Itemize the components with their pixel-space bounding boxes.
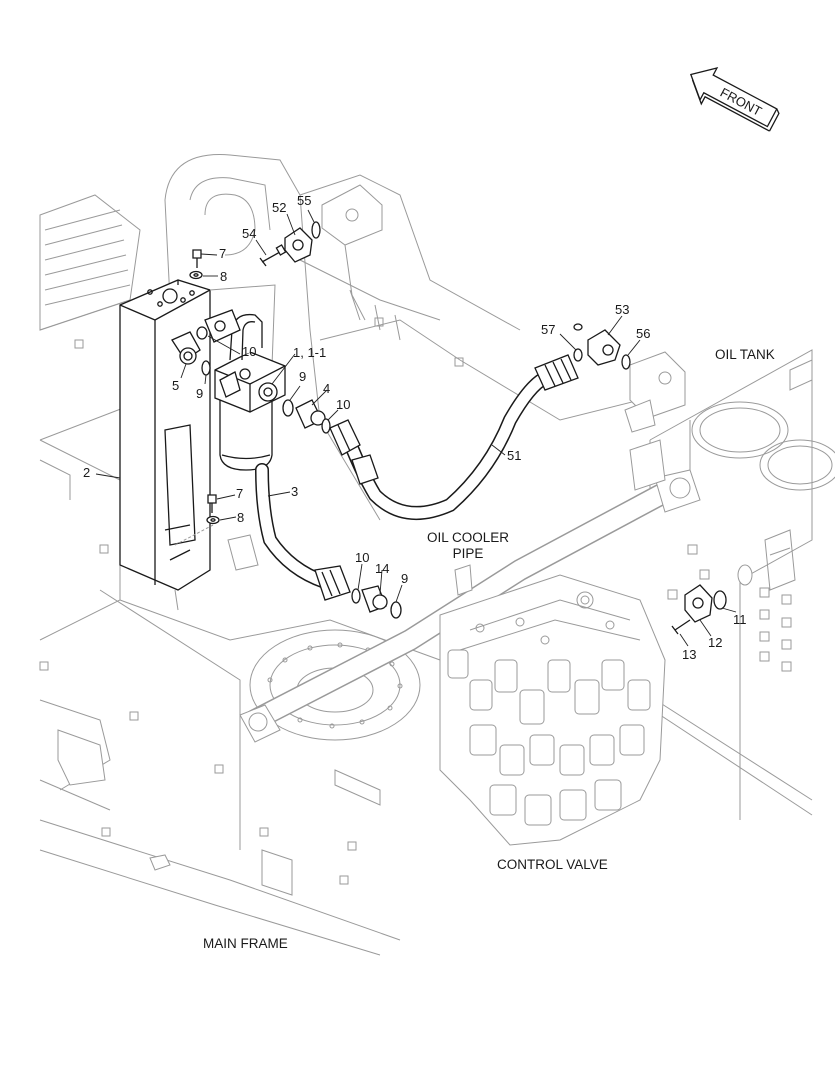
callout-53: 53 [615, 302, 629, 317]
caption-oil-tank: OIL TANK [715, 347, 775, 362]
callout-8-lower: 8 [237, 510, 244, 525]
caption-main-frame: MAIN FRAME [203, 936, 288, 951]
front-direction-arrow: FRONT [689, 67, 780, 132]
callout-51: 51 [507, 448, 521, 463]
callout-numbers: 1, 1-1 2 3 4 5 7 7 8 8 9 9 9 10 10 10 11… [83, 193, 747, 662]
callout-10-lower: 10 [355, 550, 369, 565]
hose-51 [329, 354, 579, 520]
callout-57: 57 [541, 322, 555, 337]
callout-13: 13 [682, 647, 696, 662]
callout-3: 3 [291, 484, 298, 499]
callout-52: 52 [272, 200, 286, 215]
callout-9-mid: 9 [299, 369, 306, 384]
callout-1: 1, 1-1 [293, 345, 326, 360]
callout-7-top: 7 [219, 246, 226, 261]
oil-tank-port-block [321, 184, 686, 433]
control-valve [439, 574, 666, 846]
callout-4: 4 [323, 381, 330, 396]
callout-55: 55 [297, 193, 311, 208]
callout-11: 11 [733, 612, 747, 627]
caption-control-valve: CONTROL VALVE [497, 857, 608, 872]
callout-9-left: 9 [196, 386, 203, 401]
main-frame-structure [39, 154, 835, 956]
callout-7-lower: 7 [236, 486, 243, 501]
callout-8-top: 8 [220, 269, 227, 284]
hose-3 [255, 463, 351, 601]
callout-56: 56 [636, 326, 650, 341]
callout-2: 2 [83, 465, 90, 480]
callout-54: 54 [242, 226, 256, 241]
caption-oil-cooler-pipe-line2: PIPE [453, 546, 484, 561]
callout-5: 5 [172, 378, 179, 393]
callout-14: 14 [375, 561, 389, 576]
fittings-and-seals [171, 221, 753, 635]
line-filter [204, 309, 286, 471]
callout-10-top: 10 [242, 344, 256, 359]
caption-oil-cooler-pipe-line1: OIL COOLER [427, 530, 509, 545]
leader-lines [95, 209, 737, 647]
callout-10-mid: 10 [336, 397, 350, 412]
callout-9-lower: 9 [401, 571, 408, 586]
oil-cooler-pipe [239, 439, 701, 743]
callout-12: 12 [708, 635, 722, 650]
captions: OIL TANK OIL COOLER PIPE CONTROL VALVE M… [203, 347, 775, 951]
